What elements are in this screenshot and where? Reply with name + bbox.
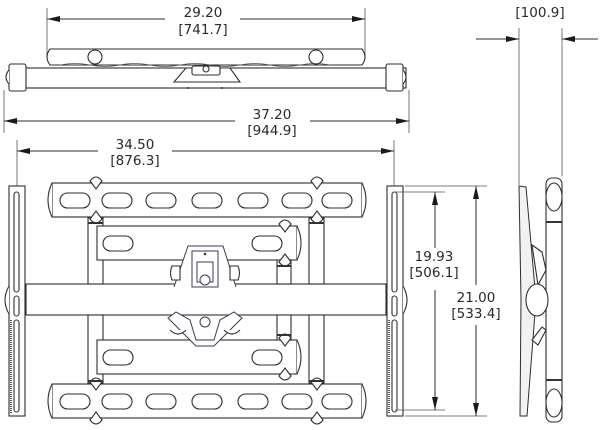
bottom-long-arm: [47, 377, 367, 425]
dim-side-depth-mm: [100.9]: [515, 5, 564, 21]
top-rail: [5, 63, 407, 92]
upper-short-arm: [96, 219, 302, 267]
dim-rail-spacing-mm: [876.3]: [110, 153, 159, 169]
dim-rail-height-mm: [533.4]: [451, 306, 500, 322]
front-view: [4, 176, 408, 425]
dim-rail-spacing-in: 34.50: [116, 137, 155, 153]
dim-rail-height-in: 21.00: [457, 290, 496, 306]
side-view: [100.9]: [476, 5, 598, 423]
dim-slot-height-in: 19.93: [415, 249, 454, 265]
dim-rail-height: 21.00 [533.4]: [405, 185, 501, 417]
top-view: 29.20 [741.7]: [5, 5, 407, 92]
dim-top-arm-width-mm: [741.7]: [178, 22, 227, 38]
right-tv-rail: [386, 185, 408, 417]
upper-center-bracket: [169, 245, 241, 288]
dim-overall-width-mm: [944.9]: [247, 123, 296, 139]
top-arm: [46, 48, 366, 67]
horizontal-rail: [25, 283, 387, 316]
dim-overall-width-in: 37.20: [253, 107, 292, 123]
dim-slot-height-mm: [506.1]: [409, 265, 458, 281]
dim-side-depth: [100.9]: [476, 5, 598, 185]
dim-top-arm-width-in: 29.20: [184, 5, 223, 21]
dim-overall-width: 37.20 [944.9]: [3, 90, 410, 139]
dim-top-arm-width: 29.20 [741.7]: [46, 5, 366, 56]
dim-rail-spacing: 34.50 [876.3]: [16, 137, 395, 186]
left-tv-rail: [4, 185, 26, 417]
lower-center-bracket: [167, 311, 243, 347]
top-long-arm: [47, 176, 367, 224]
dim-slot-height: 19.93 [506.1]: [395, 191, 459, 411]
